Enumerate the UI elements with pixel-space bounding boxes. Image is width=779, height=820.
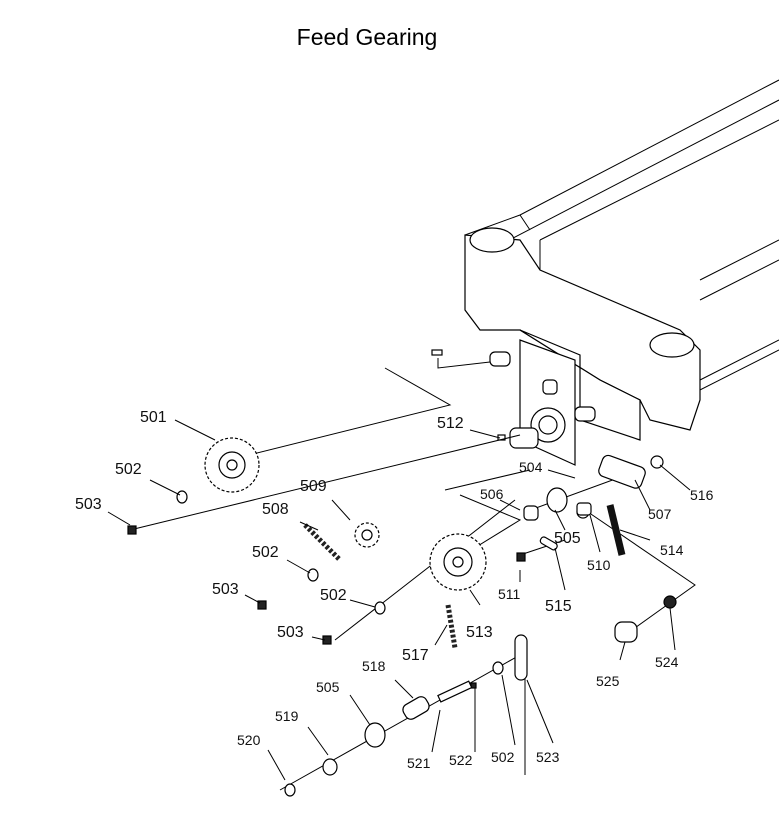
screws [127,525,677,689]
callout-510: 510 [587,557,611,573]
assembly-lines [129,358,696,791]
callout-502: 502 [115,461,142,478]
callout-502: 502 [320,587,347,604]
chain-508 [303,523,342,562]
chain-517 [445,604,458,649]
callout-520: 520 [237,732,261,748]
spacer-518 [402,696,430,720]
plate-507 [598,454,646,489]
callout-505: 505 [316,679,340,695]
callout-517: 517 [402,647,429,664]
callout-506: 506 [480,486,504,502]
callout-508: 508 [262,501,289,518]
bolt-510 [576,502,592,516]
callout-523: 523 [536,749,560,765]
sprocket-513 [429,533,487,591]
callout-513: 513 [466,624,493,641]
bushing-506 [523,505,539,521]
callout-503: 503 [212,581,239,598]
callout-512: 512 [437,415,464,432]
spring-514 [606,504,626,556]
callout-525: 525 [596,673,620,689]
callout-505: 505 [554,530,581,547]
link-523 [514,634,528,681]
callout-515: 515 [545,598,572,615]
callout-503: 503 [75,496,102,513]
knob-525 [614,621,638,643]
machine-frame [431,79,779,466]
callout-516: 516 [690,487,714,503]
callout-501: 501 [140,409,167,426]
callout-521: 521 [407,755,431,771]
callout-519: 519 [275,708,299,724]
pin-521 [437,680,473,703]
callout-522: 522 [449,752,473,768]
callout-524: 524 [655,654,679,670]
leader-lines [107,419,691,781]
callout-502: 502 [491,749,515,765]
callout-503: 503 [277,624,304,641]
sprocket-509 [354,522,380,548]
callout-labels: 501 502 503 508 509 502 503 502 503 513 … [75,409,714,771]
callout-504: 504 [519,459,543,475]
pulleys-505 [364,487,568,748]
callout-509: 509 [300,478,327,495]
plate-515 [539,536,558,551]
callout-507: 507 [648,506,672,522]
callout-514: 514 [660,542,684,558]
sprocket-501 [204,437,260,493]
diagram-title: Feed Gearing [297,24,438,50]
callout-502: 502 [252,544,279,561]
callout-518: 518 [362,658,386,674]
callout-511: 511 [498,586,521,602]
